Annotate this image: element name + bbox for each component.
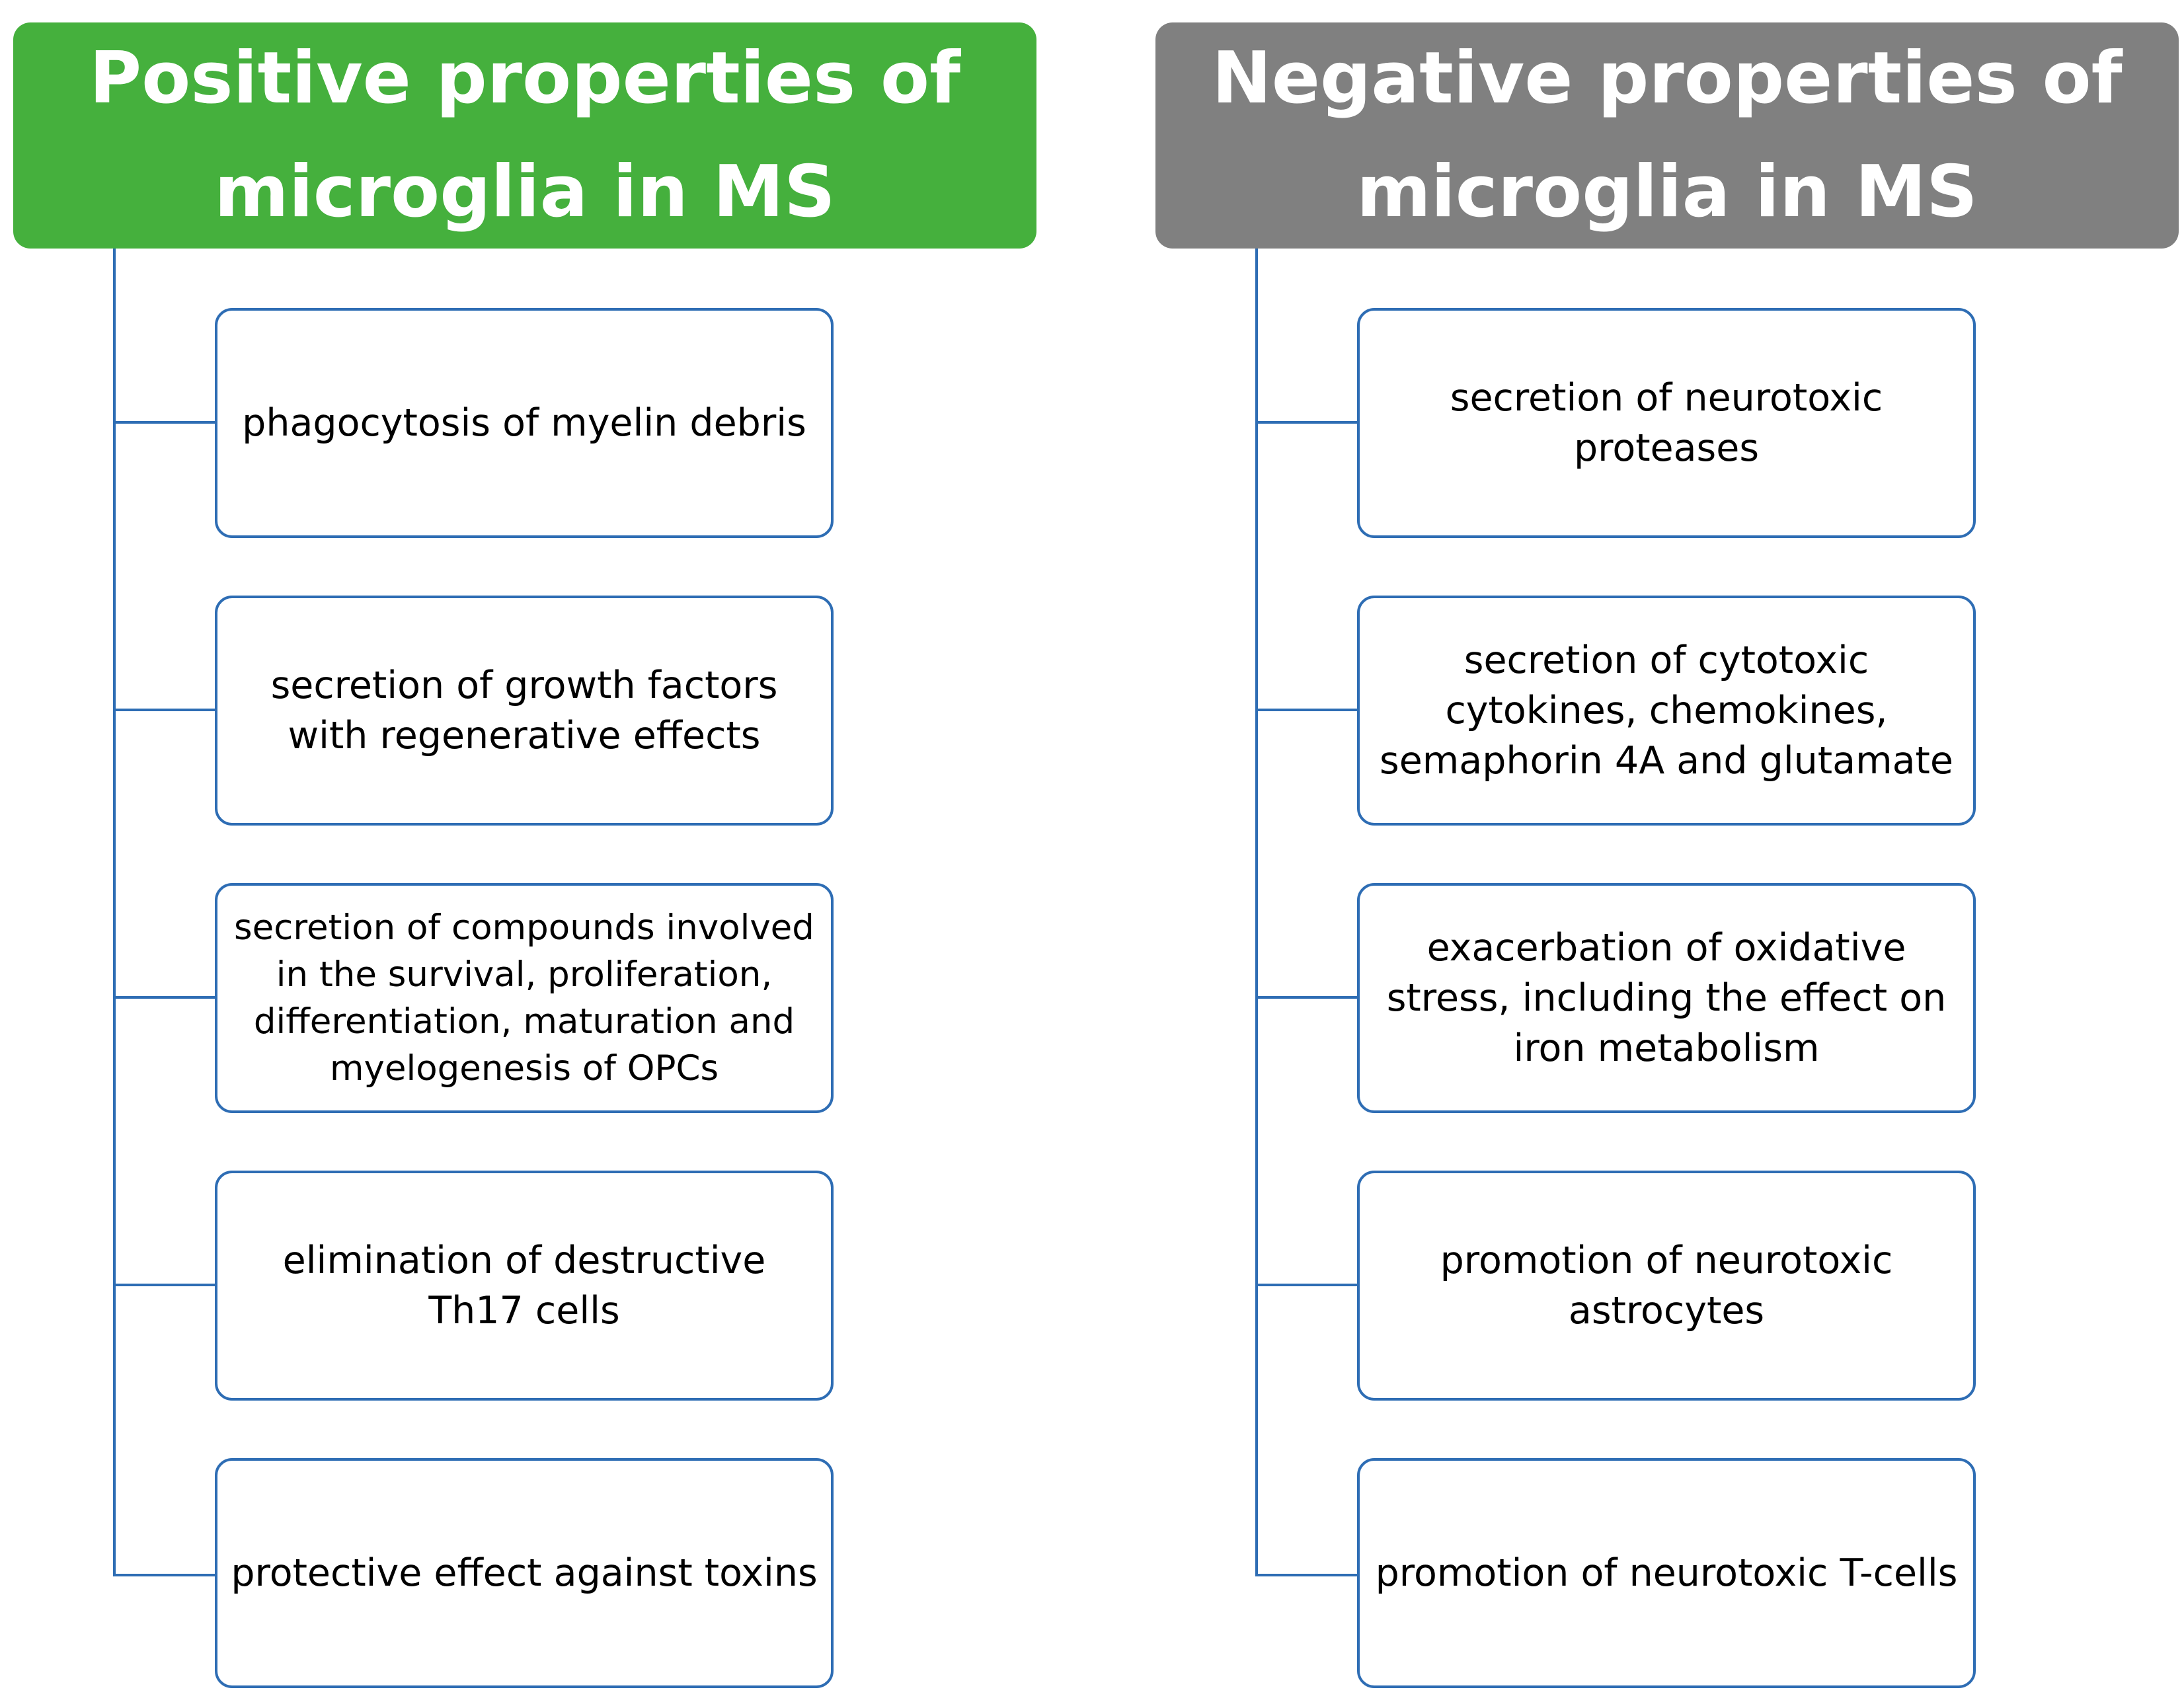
negative-connector-branch-2 (1255, 709, 1357, 711)
positive-connector-branch-5 (113, 1574, 215, 1576)
positive-item-box-3: secretion of compounds involved in the s… (215, 883, 834, 1113)
negative-connector-branch-4 (1255, 1284, 1357, 1286)
negative-header: Negative properties of microglia in MS (1155, 22, 2179, 249)
positive-item-box-4: elimination of destructive Th17 cells (215, 1171, 834, 1401)
negative-item-box-5: promotion of neurotoxic T-cells (1357, 1458, 1976, 1688)
positive-connector-branch-2 (113, 709, 215, 711)
positive-item-box-5: protective effect against toxins (215, 1458, 834, 1688)
negative-item-text-4: promotion of neurotoxic astrocytes (1440, 1239, 1893, 1333)
positive-connector-branch-1 (113, 421, 215, 424)
negative-item-text-2: secretion of cytotoxic cytokines, chemok… (1380, 638, 1953, 783)
positive-connector-branch-3 (113, 996, 215, 999)
negative-item-text-5: promotion of neurotoxic T-cells (1375, 1551, 1958, 1595)
negative-properties-column: Negative properties of microglia in MS s… (1142, 0, 2179, 1702)
positive-item-text-3: secretion of compounds involved in the s… (234, 908, 814, 1089)
positive-item-text-4: elimination of destructive Th17 cells (282, 1239, 766, 1333)
negative-item-box-3: exacerbation of oxidative stress, includ… (1357, 883, 1976, 1113)
negative-connector-branch-1 (1255, 421, 1357, 424)
positive-connector-trunk (113, 249, 116, 1576)
negative-item-text-3: exacerbation of oxidative stress, includ… (1386, 926, 1947, 1070)
negative-connector-branch-3 (1255, 996, 1357, 999)
positive-item-text-1: phagocytosis of myelin debris (242, 401, 806, 445)
positive-item-box-2: secretion of growth factors with regener… (215, 596, 834, 826)
negative-connector-trunk (1255, 249, 1258, 1576)
positive-item-text-2: secretion of growth factors with regener… (270, 664, 778, 757)
negative-item-box-1: secretion of neurotoxic proteases (1357, 308, 1976, 538)
positive-item-box-1: phagocytosis of myelin debris (215, 308, 834, 538)
positive-item-text-5: protective effect against toxins (231, 1551, 818, 1595)
positive-properties-column: Positive properties of microglia in MS p… (0, 0, 1036, 1702)
negative-item-text-1: secretion of neurotoxic proteases (1450, 376, 1883, 470)
positive-header: Positive properties of microglia in MS (13, 22, 1036, 249)
positive-connector-branch-4 (113, 1284, 215, 1286)
negative-connector-branch-5 (1255, 1574, 1357, 1576)
negative-item-box-2: secretion of cytotoxic cytokines, chemok… (1357, 596, 1976, 826)
negative-item-box-4: promotion of neurotoxic astrocytes (1357, 1171, 1976, 1401)
